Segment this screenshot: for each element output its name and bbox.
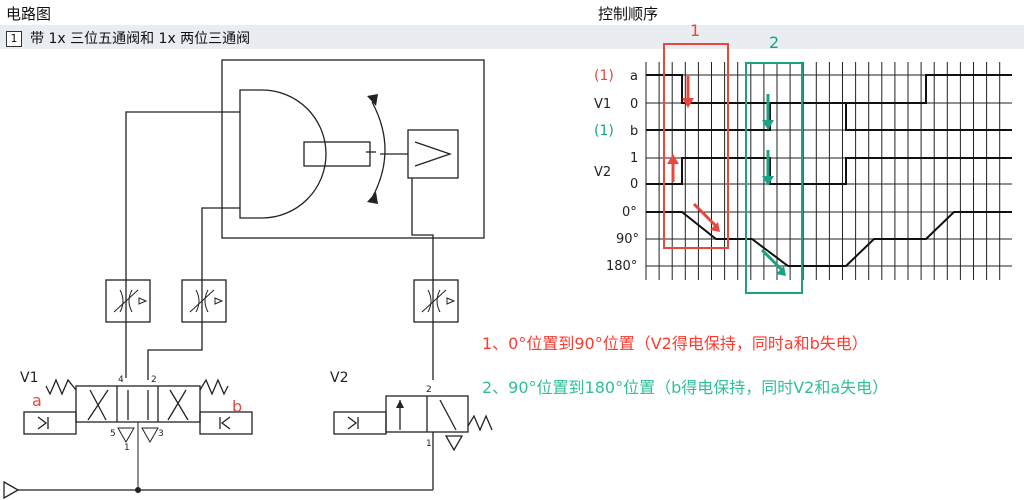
- step1-label: 1: [690, 21, 700, 40]
- feedback-box: [407, 129, 459, 179]
- step2-label: 2: [769, 33, 779, 52]
- sig-b-prefix: (1): [594, 123, 614, 139]
- solenoid-b: [199, 411, 253, 435]
- arrow-angle-1: [692, 202, 718, 228]
- item-number: 1: [6, 31, 22, 47]
- spring-v2: [467, 414, 493, 432]
- rotation-arrow: [371, 101, 386, 199]
- actuator-shaft: [303, 141, 371, 167]
- solenoid-v2: [333, 411, 387, 435]
- port-2: 2: [151, 375, 157, 385]
- v1-zero: 0: [630, 97, 638, 112]
- v2-port-2: 2: [426, 385, 432, 395]
- item-text: 带 1x 三位五通阀和 1x 两位三通阀: [30, 31, 251, 47]
- sig-b-label: b: [630, 124, 638, 139]
- subheader-bar: [0, 25, 1024, 49]
- timing-grid: [645, 62, 1012, 280]
- step2-box[interactable]: [745, 62, 803, 294]
- v2-port-1: 1: [426, 439, 432, 449]
- rotary-actuator: [239, 89, 327, 219]
- subheader: 1 带 1x 三位五通阀和 1x 两位三通阀: [6, 28, 250, 48]
- circuit-title: 电路图: [6, 5, 52, 23]
- valve1-label: V1: [20, 370, 38, 386]
- valve1-body: [75, 385, 201, 423]
- angle-90: 90°: [616, 232, 639, 247]
- solenoid-a: [23, 411, 77, 435]
- trace-b: [646, 102, 1012, 131]
- flow-control-2: [181, 279, 227, 323]
- timing-diagram: V1 0 V2 1 0 0° 90° 180° a b (1) (1) 1 2: [594, 21, 1012, 294]
- trace-v2: [646, 157, 1012, 185]
- arrow-angle-2: [760, 248, 784, 272]
- angle-0: 0°: [622, 205, 637, 220]
- circuit-diagram: 4 2 5 1 3 2 1 V1 V2 a b: [3, 59, 493, 500]
- annotation-step2: 2、90°位置到180°位置（b得电保持，同时V2和a失电）: [482, 378, 889, 397]
- port-1: 1: [124, 443, 130, 453]
- valve2-label: V2: [330, 370, 348, 386]
- sol-a-label: a: [32, 391, 42, 410]
- port-4: 4: [118, 375, 124, 385]
- flow-control-3: [413, 279, 459, 323]
- sig-a-label: a: [630, 69, 638, 84]
- v1-label: V1: [594, 97, 611, 112]
- annotation-step1: 1、0°位置到90°位置（V2得电保持，同时a和b失电）: [482, 334, 868, 353]
- trace-angle: [646, 211, 1012, 267]
- port-5: 5: [110, 429, 116, 439]
- v2-zero: 0: [630, 177, 638, 192]
- v2-label: V2: [594, 165, 611, 180]
- supply-source: [3, 480, 20, 500]
- flow-control-1: [105, 279, 151, 323]
- v2-one: 1: [630, 151, 638, 166]
- angle-180: 180°: [606, 259, 637, 274]
- sol-b-label: b: [232, 397, 242, 416]
- spring-left: [45, 378, 77, 396]
- actuator-box: [221, 59, 485, 239]
- sig-a-prefix: (1): [594, 68, 614, 84]
- sequence-title: 控制顺序: [598, 5, 659, 23]
- spring-right: [199, 378, 229, 396]
- step1-box[interactable]: [663, 43, 729, 249]
- port-3: 3: [158, 429, 164, 439]
